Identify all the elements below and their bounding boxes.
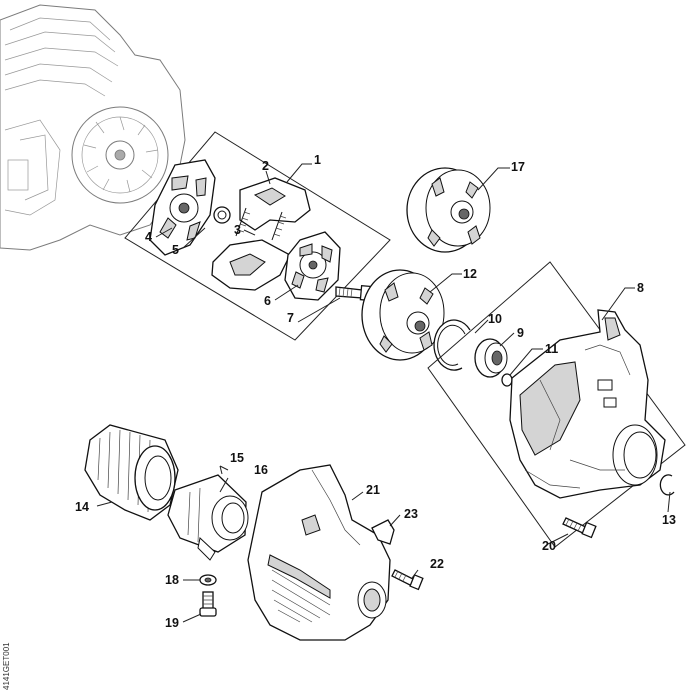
callout-11: 11 bbox=[545, 342, 558, 356]
screw-22 bbox=[391, 569, 424, 591]
callout-10: 10 bbox=[488, 312, 502, 326]
callout-23: 23 bbox=[404, 507, 418, 521]
callout-19: 19 bbox=[165, 616, 179, 630]
clip-23 bbox=[371, 519, 395, 545]
callout-7: 7 bbox=[287, 311, 294, 325]
callout-1: 1 bbox=[314, 153, 321, 167]
fan-housing-14 bbox=[84, 424, 179, 521]
callout-5: 5 bbox=[172, 243, 179, 257]
gear-housing bbox=[509, 309, 666, 499]
clutch-shoes bbox=[211, 177, 311, 291]
snap-ring-13 bbox=[659, 474, 675, 496]
washer-18 bbox=[199, 574, 217, 586]
callout-22: 22 bbox=[430, 557, 444, 571]
callout-21: 21 bbox=[366, 483, 380, 497]
callout-labels: 1 2 3 4 5 6 7 8 9 10 11 12 13 14 15 16 1… bbox=[75, 153, 676, 630]
leader-lines bbox=[96, 163, 671, 623]
callout-9: 9 bbox=[517, 326, 524, 340]
callout-17: 17 bbox=[511, 160, 525, 174]
callout-16: 16 bbox=[254, 463, 268, 477]
callout-15: 15 bbox=[230, 451, 244, 465]
drawing-code: 4141GET001 bbox=[2, 642, 11, 690]
clutch-drum-upper bbox=[406, 167, 491, 253]
guard-21 bbox=[247, 464, 391, 641]
callout-bracket-15-16 bbox=[219, 465, 229, 475]
screw-20 bbox=[562, 517, 597, 539]
callout-13: 13 bbox=[662, 513, 676, 527]
clutch-plate-right bbox=[284, 231, 341, 301]
callout-12: 12 bbox=[463, 267, 477, 281]
callout-8: 8 bbox=[637, 281, 644, 295]
bushing-11 bbox=[501, 373, 513, 387]
callout-2: 2 bbox=[262, 159, 269, 173]
callout-18: 18 bbox=[165, 573, 179, 587]
clutch-drum bbox=[361, 269, 445, 361]
circlip-10 bbox=[433, 319, 471, 371]
callout-14: 14 bbox=[75, 500, 89, 514]
screw-19 bbox=[199, 591, 217, 617]
callout-6: 6 bbox=[264, 294, 271, 308]
engine-crankcase bbox=[0, 4, 186, 251]
callout-4: 4 bbox=[145, 230, 152, 244]
housing-group-outline bbox=[427, 261, 686, 548]
ball-bearing bbox=[474, 338, 508, 378]
washer-5 bbox=[213, 206, 231, 224]
callout-20: 20 bbox=[542, 539, 556, 553]
callout-3: 3 bbox=[234, 223, 241, 237]
tube-15-16 bbox=[167, 474, 249, 561]
